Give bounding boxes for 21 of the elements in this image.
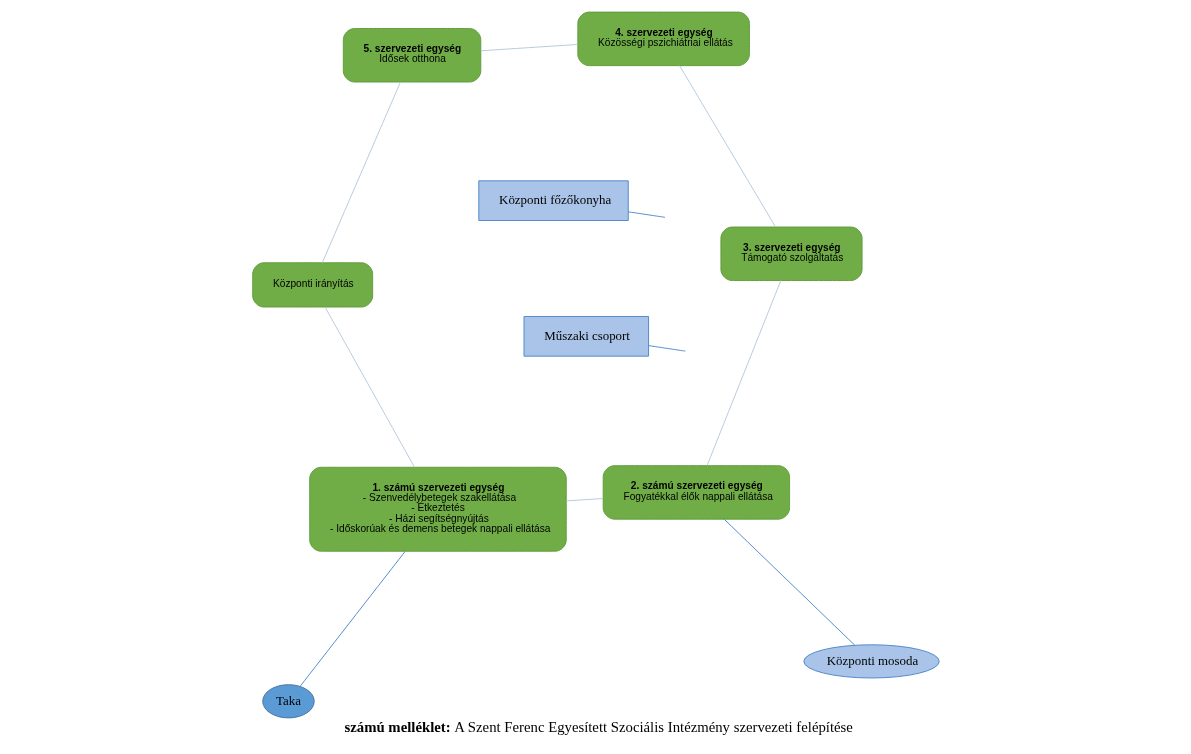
connector: [706, 280, 781, 466]
node-box: Műszaki csoport: [523, 316, 649, 357]
connector: [723, 518, 855, 646]
caption: számú melléklet: A Szent Ferenc Egyesített Szociális Intézmény szervezeti felépítése: [344, 719, 853, 736]
node-ellipse: Taka: [261, 684, 315, 719]
node-box: 3. szervezeti egység Támogató szolgáltatás: [719, 226, 863, 281]
node-box: 1. számú szervezeti egység - Szenvedélybetegek szakellátása - Étkeztetés - Házi segítségnyújtás - Időskorúak és demens betegek nappali ellátása: [308, 466, 567, 552]
node-box: Központi irányítás: [251, 262, 373, 308]
node-box: 5. szervezeti egység Idősek otthona: [342, 28, 481, 83]
connector: [647, 345, 686, 352]
connector: [299, 550, 406, 687]
node-box: Központi főzőkonyha: [477, 180, 629, 221]
connector: [627, 211, 665, 218]
node-ellipse: Központi mosoda: [802, 644, 940, 679]
connector: [324, 306, 415, 468]
connector: [321, 81, 401, 264]
connector: [565, 498, 603, 502]
node-box: 2. számú szervezeti egység Fogyatékkal élők nappali ellátása: [602, 465, 790, 520]
connector: [678, 65, 776, 228]
connector: [479, 44, 578, 52]
node-box: 4. szervezeti egység Közösségi pszichiátriai ellátás: [576, 11, 750, 67]
